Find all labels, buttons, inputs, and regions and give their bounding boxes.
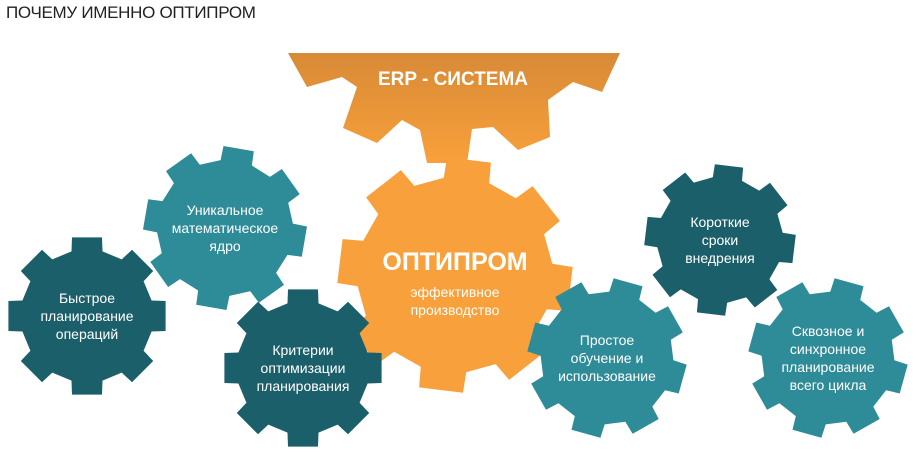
feature-gear-label: Сквозное и синхронное планирование всего ци…: [781, 322, 874, 394]
feature-gear-label: Уникальное математическое ядро: [172, 201, 278, 255]
feature-gear-label-line: Уникальное: [186, 202, 264, 218]
center-gear-title: ОПТИПРОМ: [382, 248, 528, 276]
feature-gear-label-line: использование: [558, 368, 656, 384]
feature-gear-label-line: Простое: [579, 332, 635, 348]
feature-gear-label-line: ядро: [209, 238, 241, 254]
feature-gear-label-line: внедрения: [685, 250, 755, 266]
erp-gear-shape: [288, 53, 620, 163]
feature-gear-shape: [143, 146, 307, 310]
feature-gear-label-line: Сквозное и: [791, 323, 865, 339]
feature-gear-label-line: планирования: [256, 378, 350, 394]
erp-label: ERP - СИСТЕМА: [377, 69, 529, 90]
feature-gear-label-line: обучение и: [570, 350, 644, 366]
feature-gear-shape: [8, 237, 166, 395]
feature-gear-label-line: Критерии: [272, 342, 334, 358]
feature-gear-label-line: всего цикла: [789, 377, 867, 393]
feature-gear-label-line: математическое: [171, 220, 279, 236]
feature-gear-label: Простое обучение и использование: [558, 331, 656, 385]
feature-gear-shape: [527, 278, 687, 438]
feature-gear-shape: [748, 278, 908, 438]
feature-gear-shape: [224, 289, 382, 447]
center-gear-label: ОПТИПРОМ эффективное производство: [382, 247, 527, 319]
feature-gear-label-line: планирование: [40, 308, 134, 324]
center-gear-subtitle-2: производство: [410, 302, 500, 318]
feature-gear-label-line: синхронное: [789, 341, 867, 357]
center-gear-shape: [337, 157, 573, 393]
center-gear-subtitle-1: эффективное: [410, 284, 500, 300]
page-title: ПОЧЕМУ ИМЕННО ОПТИПРОМ: [6, 3, 256, 22]
feature-gear-label-line: операций: [55, 326, 119, 342]
feature-gear-label-line: сроки: [701, 232, 739, 248]
feature-gear-label-line: Быстрое: [58, 290, 116, 306]
feature-gear-label: Короткие сроки внедрения: [685, 213, 755, 267]
feature-gear-label-line: Короткие: [690, 214, 750, 230]
feature-gear-label: Критерии оптимизации планирования: [257, 341, 350, 395]
feature-gear-label-line: оптимизации: [260, 360, 346, 376]
feature-gear-label-line: планирование: [781, 359, 875, 375]
feature-gear-label: Быстрое планирование операций: [40, 289, 133, 343]
feature-gear-shape: [644, 164, 796, 316]
